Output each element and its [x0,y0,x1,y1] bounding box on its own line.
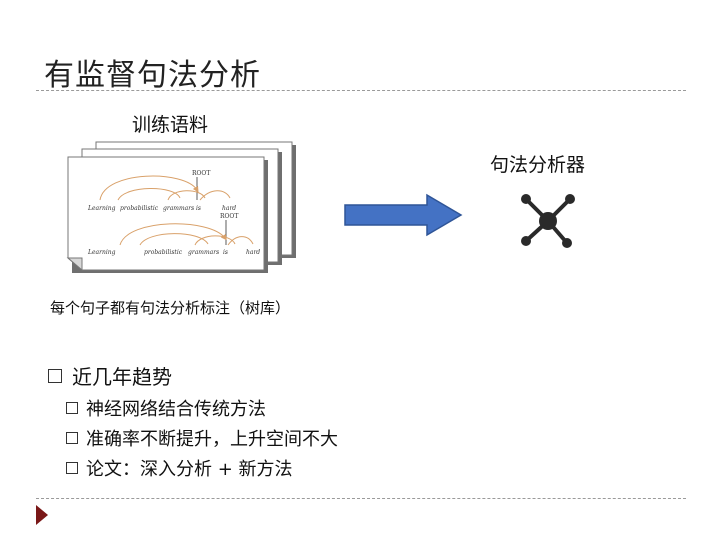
right-arrow-icon [343,193,465,237]
treebank-caption: 每个句子都有句法分析标注（树库） [50,297,290,318]
hub-network-icon [512,185,584,257]
sub-bullet-neural: 神经网络结合传统方法 [66,395,266,421]
word-2: probabilistic [144,249,183,256]
word-5: hard [222,205,236,212]
word-4: is [223,249,228,256]
sub-bullet-paper: 论文：深入分析 + 新方法 [66,455,293,481]
parser-label: 句法分析器 [490,150,585,177]
footer-divider [36,498,686,499]
checkbox-bullet-icon [66,402,78,414]
word-1: Learning [87,205,116,212]
checkbox-bullet-icon [66,462,78,474]
word-2: probabilistic [120,205,159,212]
word-3: grammars [188,249,219,256]
word-1: Learning [87,249,116,256]
sub-bullet-accuracy: 准确率不断提升，上升空间不大 [66,425,338,451]
slide-title: 有监督句法分析 [44,50,261,94]
checkbox-bullet-icon [66,432,78,444]
bullet-trend: 近几年趋势 [48,361,172,390]
word-3: grammars [163,205,194,212]
bullet-text: 近几年趋势 [72,361,172,390]
checkbox-bullet-icon [48,369,62,383]
sub-bullet-text: 准确率不断提升，上升空间不大 [86,425,338,451]
sub-bullet-text: 神经网络结合传统方法 [86,395,266,421]
title-divider [36,90,686,91]
word-4: is [196,205,201,212]
word-5: hard [246,249,260,256]
slide-corner-triangle-icon [36,505,48,525]
corpus-label: 训练语料 [132,110,208,137]
root-tag: ROOT [192,170,210,177]
treebank-documents: ROOT Learning probabilistic grammars is … [60,140,305,280]
root-tag: ROOT [220,213,238,220]
sub-bullet-text: 论文：深入分析 + 新方法 [86,455,293,481]
